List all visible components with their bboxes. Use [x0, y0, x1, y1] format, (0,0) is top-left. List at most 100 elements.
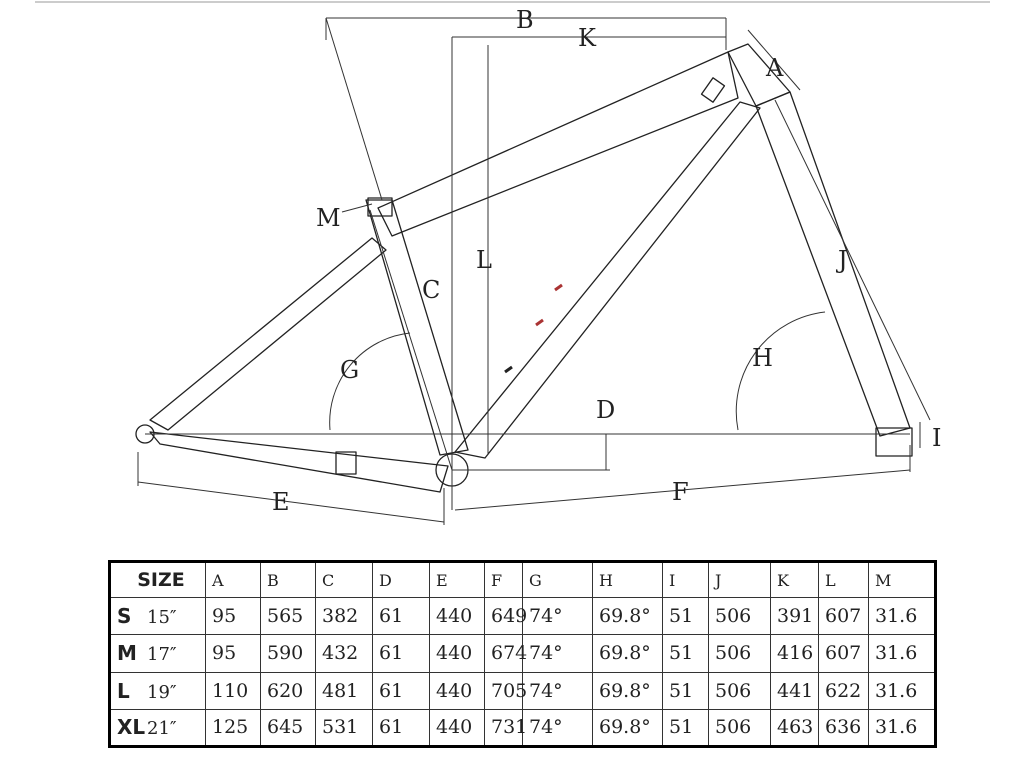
table-cell: 61 — [372, 634, 430, 673]
label-i: I — [932, 424, 941, 452]
table-cell: 440 — [429, 671, 485, 710]
table-cell: 590 — [260, 634, 316, 673]
label-l: L — [476, 246, 492, 274]
label-a: A — [765, 54, 784, 82]
table-cell: 31.6 — [868, 708, 936, 748]
bike-frame-geometry-diagram: B K A M L C J G H D I E F — [35, 1, 990, 525]
table-cell: 463 — [770, 708, 819, 748]
table-cell: 69.8° — [592, 708, 663, 748]
table-cell: 382 — [315, 596, 373, 636]
size-code: XL — [117, 715, 146, 740]
table-cell: 620 — [260, 671, 316, 710]
size-code: M — [117, 641, 137, 666]
chainstay-bridge — [335, 451, 357, 475]
table-cell: 622 — [818, 671, 869, 710]
label-f: F — [672, 478, 689, 506]
table-cell: 607 — [818, 634, 869, 673]
table-cell: 432 — [315, 634, 373, 673]
table-cell: 110 — [205, 671, 261, 710]
header-i: I — [662, 561, 709, 598]
dimension-labels: B K A M L C J G H D I E F — [272, 6, 941, 516]
table-cell: 416 — [770, 634, 819, 673]
table-cell: 674 — [484, 634, 527, 673]
cable-guide-1 — [554, 283, 563, 292]
table-cell: 531 — [315, 708, 373, 748]
table-cell: 74° — [522, 708, 593, 748]
table-cell: 31.6 — [868, 634, 936, 673]
table-cell: 69.8° — [592, 671, 663, 710]
down-tube — [454, 101, 761, 459]
header-k: K — [770, 561, 819, 598]
header-j: J — [708, 561, 771, 598]
head-tube-logo — [700, 77, 726, 103]
label-k: K — [578, 24, 597, 52]
table-cell: 440 — [429, 596, 485, 636]
seat-stay — [149, 237, 387, 431]
header-h: H — [592, 561, 663, 598]
size-code: S — [117, 604, 132, 629]
size-inches: 19″ — [147, 681, 177, 703]
table-cell: 95 — [205, 596, 261, 636]
header-e: E — [429, 561, 485, 598]
header-b: B — [260, 561, 316, 598]
header-a: A — [205, 561, 261, 598]
fork — [755, 91, 911, 437]
size-cell: L 19″ — [109, 671, 206, 710]
top-tube — [377, 51, 739, 237]
size-inches: 17″ — [147, 644, 177, 666]
label-e: E — [272, 488, 290, 516]
header-d: D — [372, 561, 430, 598]
header-l: L — [818, 561, 869, 598]
table-cell: 441 — [770, 671, 819, 710]
table-cell: 125 — [205, 708, 261, 748]
header-size: SIZE — [109, 561, 206, 598]
frame-drawing — [135, 43, 913, 493]
label-b: B — [516, 6, 534, 34]
table-cell: 506 — [708, 671, 771, 710]
table-cell: 61 — [372, 671, 430, 710]
cable-guide-3 — [504, 365, 513, 374]
table-cell: 74° — [522, 634, 593, 673]
table-cell: 481 — [315, 671, 373, 710]
header-g: G — [522, 561, 593, 598]
table-cell: 506 — [708, 708, 771, 748]
size-inches: 21″ — [147, 718, 177, 740]
label-m: M — [316, 204, 341, 232]
table-cell: 391 — [770, 596, 819, 636]
table-cell: 95 — [205, 634, 261, 673]
chain-stay — [149, 431, 449, 493]
header-m: M — [868, 561, 936, 598]
table-cell: 506 — [708, 634, 771, 673]
table-cell: 565 — [260, 596, 316, 636]
table-cell: 506 — [708, 596, 771, 636]
table-cell: 74° — [522, 671, 593, 710]
seat-post-collar — [367, 197, 393, 217]
label-j: J — [835, 246, 848, 274]
label-c: C — [422, 276, 440, 304]
table-cell: 645 — [260, 708, 316, 748]
size-code: L — [117, 678, 130, 703]
size-cell: S 15″ — [109, 596, 206, 636]
table-header-row: SIZE A B C D E F G H I J K L M — [109, 561, 936, 598]
table-cell: 731 — [484, 708, 527, 748]
table-cell: 636 — [818, 708, 869, 748]
header-f: F — [484, 561, 523, 598]
table-cell: 31.6 — [868, 671, 936, 710]
label-h: H — [752, 344, 773, 372]
table-cell: 69.8° — [592, 596, 663, 636]
table-cell: 51 — [662, 596, 709, 636]
table-cell: 69.8° — [592, 634, 663, 673]
label-g: G — [340, 356, 359, 384]
table-cell: 607 — [818, 596, 869, 636]
label-d: D — [596, 396, 615, 424]
size-inches: 15″ — [147, 607, 177, 629]
table-cell: 705 — [484, 671, 527, 710]
fork-dropout — [875, 427, 913, 457]
